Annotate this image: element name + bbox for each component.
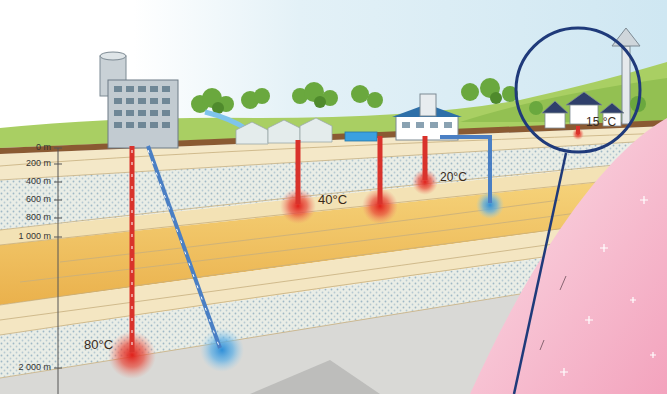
depth-label: 600 m [26, 195, 51, 205]
depth-label: 400 m [26, 177, 51, 187]
depth-label: 200 m [26, 159, 51, 169]
depth-label: 800 m [26, 213, 51, 223]
temperature-label: 20°C [440, 171, 467, 184]
temperature-label: 15 °C [586, 116, 616, 129]
temperature-label: 80°C [84, 338, 113, 352]
depth-label: 1 000 m [18, 232, 51, 242]
temperature-label: 40°C [318, 193, 347, 207]
depth-label: 0 m [36, 143, 51, 153]
depth-label: 2 000 m [18, 363, 51, 373]
